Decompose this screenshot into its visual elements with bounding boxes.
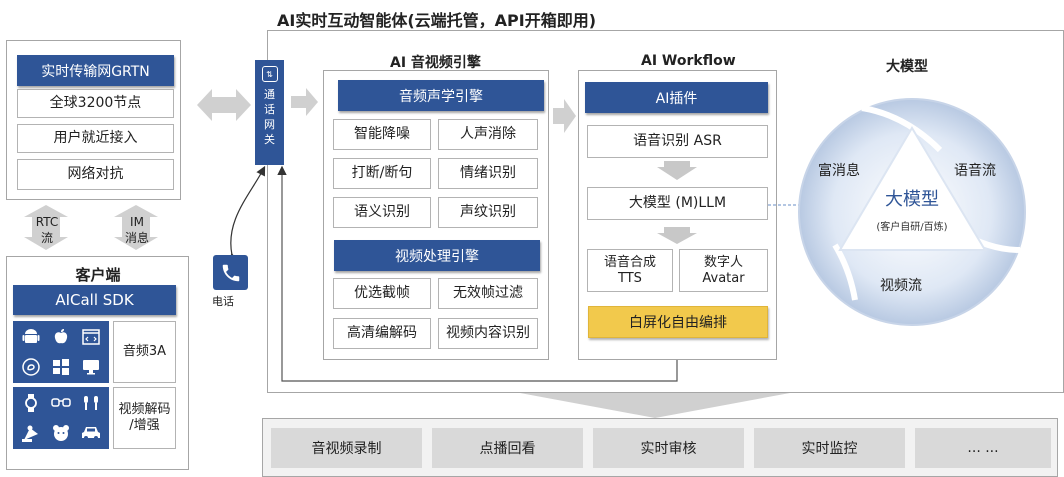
rtc-stream-label: RTC 流 bbox=[35, 215, 59, 245]
glasses-icon bbox=[49, 391, 73, 415]
model-segment-voice-stream: 语音流 bbox=[954, 163, 996, 179]
apple-icon bbox=[49, 325, 73, 349]
watch-icon bbox=[19, 391, 43, 415]
workflow-tts: 语音合成 TTS bbox=[587, 249, 673, 292]
android-icon bbox=[19, 325, 43, 349]
grtn-item-nodes: 全球3200节点 bbox=[17, 89, 174, 118]
gateway-engine-arrow bbox=[291, 88, 318, 116]
platform-icon-panel bbox=[13, 321, 109, 383]
code-icon bbox=[79, 325, 103, 349]
phone-icon bbox=[213, 255, 248, 290]
engine-title: AI 音视频引擎 bbox=[390, 55, 481, 71]
audio-item-interrupt-segment: 打断/断句 bbox=[333, 158, 431, 189]
audio-item-noise-reduction: 智能降噪 bbox=[333, 119, 431, 150]
client-title: 客户端 bbox=[75, 266, 121, 284]
asr-llm-arrow bbox=[657, 161, 697, 180]
robot-icon bbox=[19, 421, 43, 445]
gateway-icon: ⇅ bbox=[261, 66, 278, 82]
call-gateway: ⇅ 通 话 网 关 bbox=[255, 60, 284, 165]
model-center-sublabel: (客户自研/百炼) bbox=[876, 222, 948, 233]
video-item-frame-select: 优选截帧 bbox=[333, 278, 431, 309]
model-segment-rich-message: 富消息 bbox=[818, 163, 860, 179]
grtn-item-nearby-access: 用户就近接入 bbox=[17, 124, 174, 153]
video-item-content-recognition: 视频内容识别 bbox=[438, 318, 538, 349]
gateway-label: 通 话 网 关 bbox=[264, 88, 275, 146]
device-icon-panel bbox=[13, 387, 109, 449]
grtn-item-network-resilience: 网络对抗 bbox=[17, 159, 174, 190]
audio-item-voice-removal: 人声消除 bbox=[438, 119, 538, 150]
video-item-hd-codec: 高清编解码 bbox=[333, 318, 431, 349]
workflow-llm: 大模型 (M)LLM bbox=[587, 187, 768, 220]
phone-label: 电话 bbox=[212, 295, 234, 308]
service-recording: 音视频录制 bbox=[271, 428, 422, 468]
im-double-arrow bbox=[114, 205, 158, 250]
service-realtime-review: 实时审核 bbox=[593, 428, 744, 468]
service-vod-playback: 点播回看 bbox=[432, 428, 583, 468]
workflow-avatar: 数字人 Avatar bbox=[679, 249, 768, 292]
workflow-asr: 语音识别 ASR bbox=[587, 125, 768, 158]
return-line bbox=[277, 165, 678, 382]
model-title: 大模型 bbox=[886, 59, 928, 75]
im-message-label: IM 消息 bbox=[124, 215, 149, 245]
audio-engine-label: 音频声学引擎 bbox=[338, 80, 544, 111]
workflow-orchestration: 白屏化自由编排 bbox=[588, 306, 768, 338]
audio-3a: 音频3A bbox=[113, 321, 176, 383]
bear-toy-icon bbox=[49, 421, 73, 445]
model-ring bbox=[798, 98, 1026, 326]
grtn-gateway-double-arrow bbox=[197, 89, 251, 121]
sdk-label: AICall SDK bbox=[13, 285, 176, 315]
video-decode-enhance: 视频解码 /增强 bbox=[113, 387, 176, 449]
windows-icon bbox=[49, 355, 73, 379]
mini-program-icon bbox=[19, 355, 43, 379]
engine-workflow-arrow bbox=[553, 99, 576, 133]
earphones-icon bbox=[79, 391, 103, 415]
output-funnel bbox=[520, 393, 790, 418]
phone-connector bbox=[228, 165, 266, 263]
service-realtime-monitor: 实时监控 bbox=[754, 428, 905, 468]
mac-icon bbox=[79, 355, 103, 379]
video-engine-label: 视频处理引擎 bbox=[334, 240, 540, 271]
audio-item-emotion: 情绪识别 bbox=[438, 158, 538, 189]
model-center-label: 大模型 bbox=[885, 189, 939, 210]
service-more: ... ... bbox=[915, 428, 1051, 468]
model-segment-video-stream: 视频流 bbox=[880, 278, 922, 294]
audio-item-semantic: 语义识别 bbox=[333, 197, 431, 228]
page-title: AI实时互动智能体(云端托管，API开箱即用) bbox=[277, 11, 597, 30]
grtn-label: 实时传输网GRTN bbox=[17, 55, 174, 86]
llm-tts-arrow bbox=[657, 227, 697, 244]
audio-item-voiceprint: 声纹识别 bbox=[438, 197, 538, 228]
workflow-title: AI Workflow bbox=[641, 53, 736, 69]
ai-plugin-label: AI插件 bbox=[585, 82, 768, 113]
video-item-invalid-filter: 无效帧过滤 bbox=[438, 278, 538, 309]
rtc-double-arrow bbox=[24, 205, 68, 250]
car-icon bbox=[79, 421, 103, 445]
